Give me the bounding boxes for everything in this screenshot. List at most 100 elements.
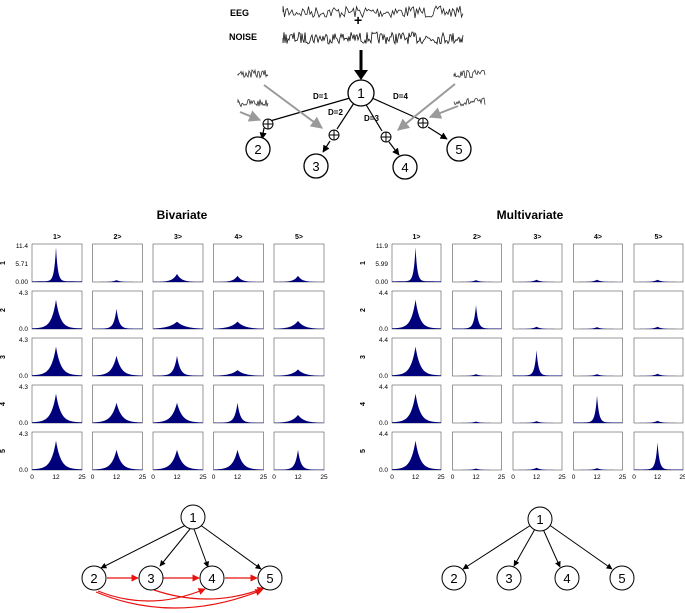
x-tick-label: 12: [173, 474, 181, 481]
col-label: 5>: [655, 234, 663, 241]
spectrum-area: [392, 393, 441, 423]
svg-text:4: 4: [208, 571, 215, 586]
bivariate-title: Bivariate: [157, 208, 208, 222]
spectrum-area: [634, 420, 683, 423]
edge-1-adder-a: [269, 97, 351, 122]
spectrum-area: [213, 370, 264, 376]
spectrum-area: [513, 350, 562, 376]
edge-1-adder-b: [336, 102, 355, 130]
spectrum-cell-frame: [512, 243, 563, 283]
edge-1-adder-c: [364, 102, 383, 132]
spectrum-cell-frame: [573, 337, 623, 377]
adder-b: [328, 129, 340, 141]
eeg-waveform: [282, 5, 464, 19]
x-tick-label: 12: [113, 474, 121, 481]
y-tick-label: 4.4: [379, 337, 388, 344]
col-label: 3>: [174, 234, 182, 241]
x-tick-label: 25: [199, 474, 207, 481]
spectrum-area: [573, 327, 623, 329]
x-tick-label: 12: [593, 474, 601, 481]
mv-node-1: 1: [527, 506, 553, 532]
spectrum-area: [573, 395, 623, 423]
x-tick-label: 12: [472, 474, 480, 481]
spectrum-cell-frame: [452, 337, 502, 377]
x-tick-label: 25: [437, 474, 445, 481]
spectrum-area: [452, 421, 502, 423]
y-tick-label: 0.0: [379, 326, 388, 333]
spectrum-cell-frame: [512, 431, 563, 471]
svg-text:5: 5: [455, 142, 462, 157]
row-label: 4: [0, 402, 7, 406]
spectrum-cell-frame: [452, 243, 502, 283]
y-tick-label: 5.99: [375, 261, 388, 268]
delay-edges: [239, 83, 459, 156]
row-label: 3: [0, 355, 7, 359]
edge-1-adder-d: [371, 97, 420, 120]
spectrum-area: [153, 355, 203, 376]
spectrum-cell-frame: [92, 243, 143, 283]
x-tick-label: 25: [619, 474, 627, 481]
multivariate-graph: 1 2 3 4 5: [441, 506, 635, 591]
bivariate-graph-edges: [95, 523, 265, 609]
svg-text:1: 1: [189, 510, 196, 525]
x-tick-label: 0: [91, 474, 95, 481]
spectrum-area: [92, 308, 143, 329]
row-label: 5: [360, 449, 367, 453]
mv-edge-1-2: [462, 524, 532, 570]
noise-snippets: [237, 68, 486, 108]
spectrum-area: [513, 421, 562, 423]
x-tick-label: 0: [151, 474, 155, 481]
spectrum-cell-frame: [573, 243, 623, 283]
mv-node-2: 2: [441, 565, 467, 591]
spectrum-area: [153, 273, 203, 282]
spectrum-area: [32, 247, 82, 282]
col-label: 1>: [53, 234, 61, 241]
y-tick-label: 4.4: [379, 290, 388, 297]
y-tick-label: 0.0: [379, 420, 388, 427]
spectrum-cell-frame: [573, 431, 623, 471]
mv-edge-1-3: [513, 528, 536, 567]
y-tick-label: 4.4: [379, 384, 388, 391]
x-tick-label: 0: [390, 474, 394, 481]
row-label: 5: [0, 449, 7, 453]
svg-text:3: 3: [312, 159, 319, 174]
spectrum-area: [452, 374, 502, 376]
bivariate-grid: 1>2>3>4>5>111.45.710.0024.30.034.30.044.…: [0, 234, 328, 481]
svg-text:5: 5: [618, 571, 625, 586]
svg-text:4: 4: [563, 571, 570, 586]
y-tick-label: 4.3: [19, 431, 28, 438]
spectrum-area: [392, 346, 441, 376]
multivariate-graph-edges: [462, 523, 613, 570]
spectrum-area: [634, 326, 683, 329]
col-label: 2>: [114, 234, 122, 241]
svg-text:4: 4: [401, 160, 408, 175]
x-tick-label: 12: [533, 474, 541, 481]
y-tick-label: 0.0: [19, 373, 28, 380]
noise-arrow-c: [397, 83, 456, 131]
spectrum-area: [392, 247, 441, 282]
x-tick-label: 0: [632, 474, 636, 481]
spectrum-cell-frame: [633, 290, 684, 330]
svg-text:1: 1: [536, 512, 543, 527]
x-tick-label: 25: [260, 474, 268, 481]
y-tick-label: 4.3: [19, 384, 28, 391]
adder-d: [417, 117, 429, 129]
edge-adder-c-4: [388, 141, 400, 156]
x-tick-label: 0: [572, 474, 576, 481]
biv-node-4: 4: [199, 565, 225, 591]
noise-arrow-b: [239, 110, 262, 122]
adder-a: [262, 118, 274, 130]
plus-sign: +: [354, 12, 362, 28]
x-tick-label: 12: [654, 474, 662, 481]
svg-text:3: 3: [147, 571, 154, 586]
spectrum-area: [32, 393, 82, 423]
spectrum-area: [92, 402, 143, 423]
spectrum-cell-frame: [633, 243, 684, 283]
y-tick-label: 0.0: [19, 420, 28, 427]
row-label: 3: [360, 355, 367, 359]
biv-node-2: 2: [81, 565, 107, 591]
x-tick-label: 12: [234, 474, 242, 481]
y-tick-label: 0.0: [19, 467, 28, 474]
noise-arrow-a: [263, 84, 323, 129]
